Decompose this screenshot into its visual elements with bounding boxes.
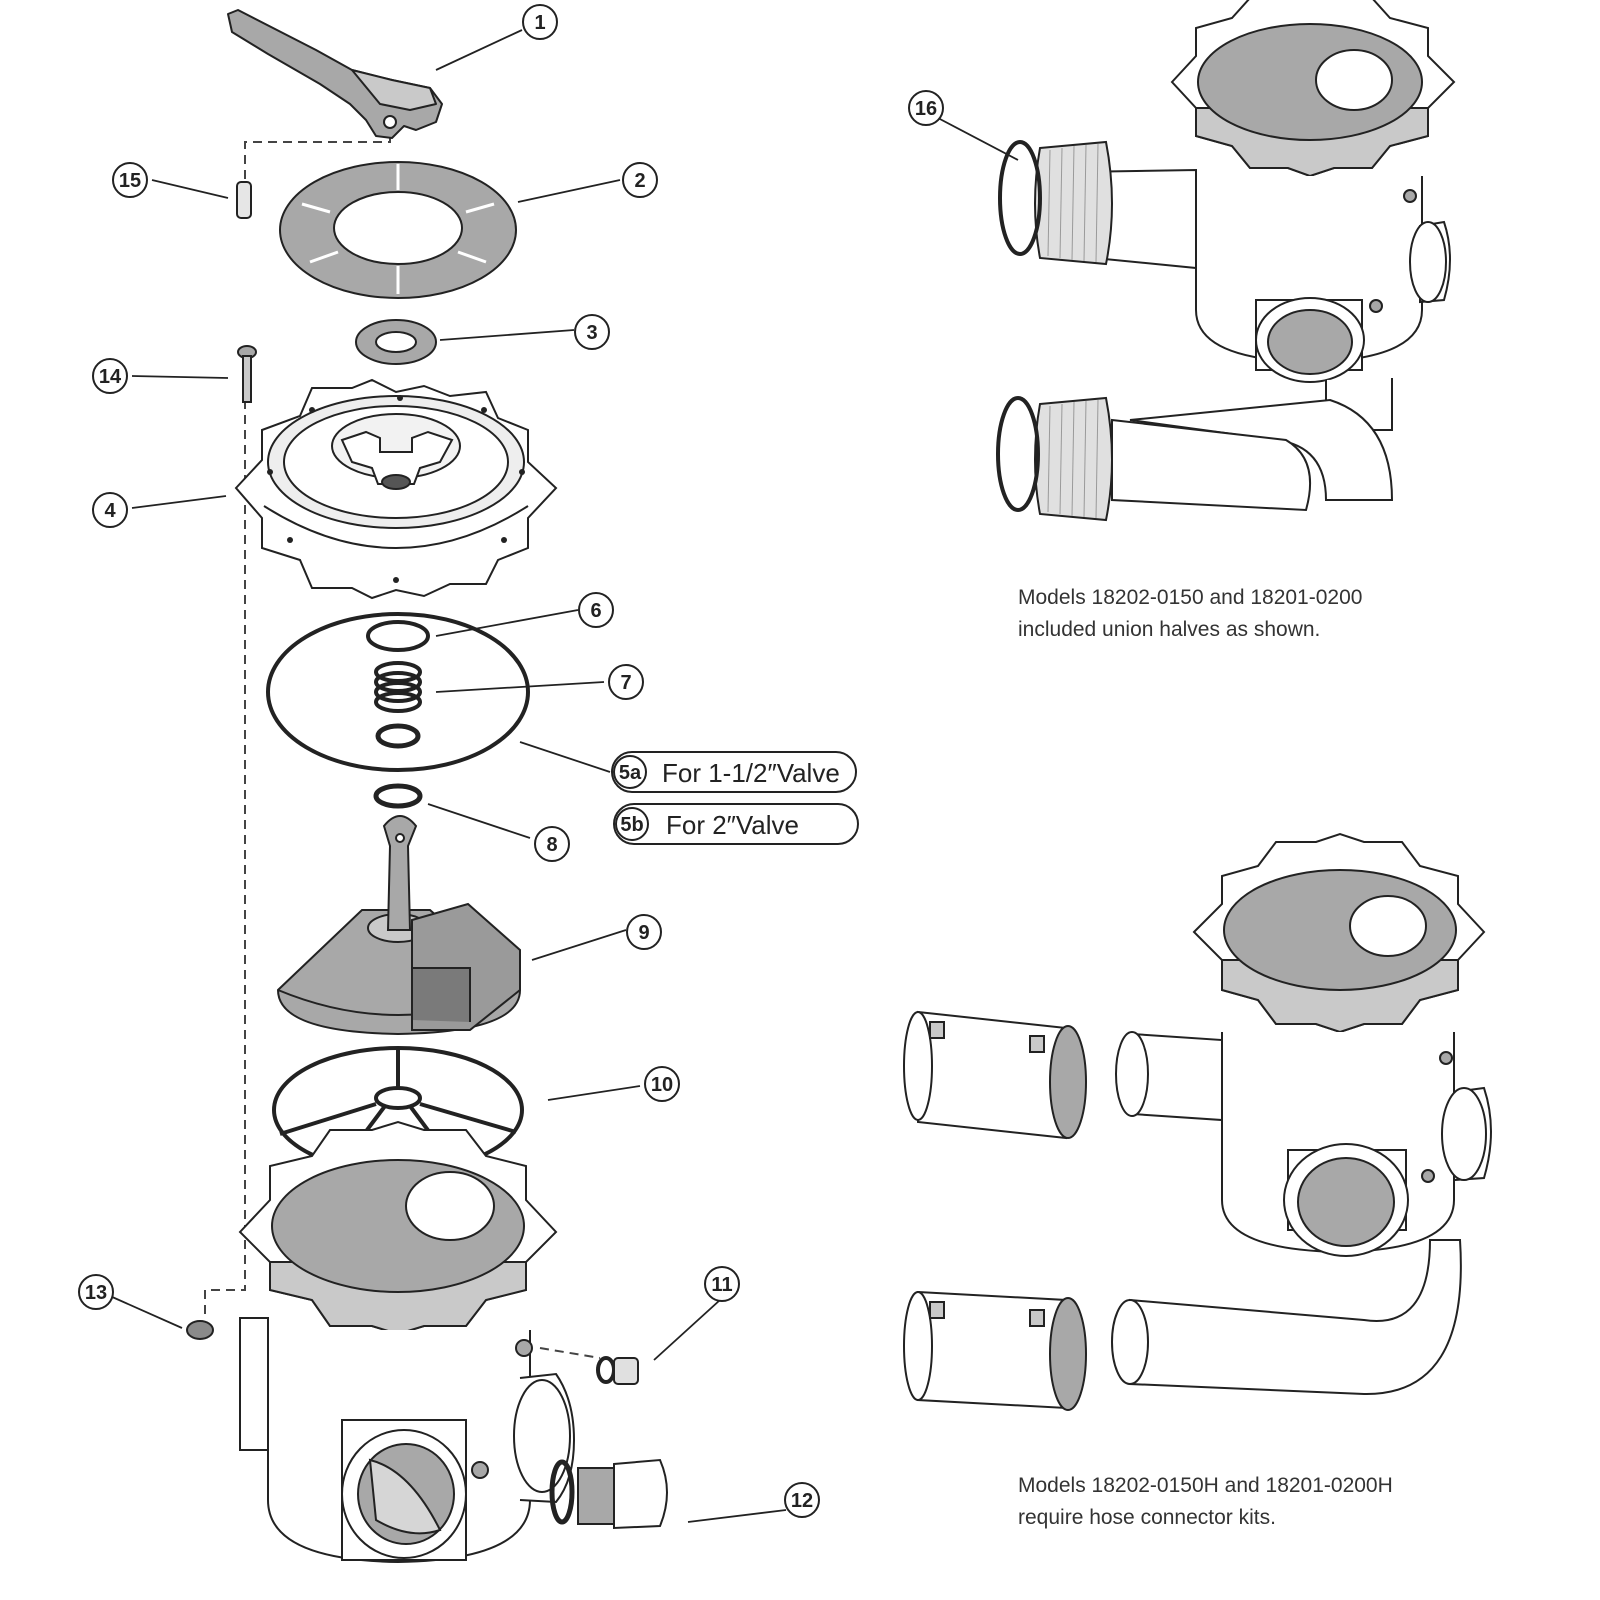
callout-circle-10 (644, 1066, 680, 1102)
nut-part (186, 1320, 214, 1340)
variant-5a-label: For 1-1/2″Valve (662, 758, 840, 788)
callout-circle-13 (78, 1274, 114, 1310)
callout-13: 13 (78, 1274, 114, 1310)
plug-part (596, 1356, 639, 1385)
variant-5b: 5b For 2″Valve (613, 803, 859, 845)
callout-9: 9 (626, 914, 662, 950)
rotor-part (276, 815, 522, 1036)
variant-5b-box (613, 803, 859, 845)
callout-1: 1 (522, 4, 558, 40)
callout-number-7: 7 (620, 672, 631, 694)
callout-16: 16 (908, 90, 944, 126)
callout-number-1: 1 (534, 12, 545, 34)
callout-circle-15 (112, 162, 148, 198)
callout-number-11: 11 (711, 1274, 732, 1296)
callout-6: 6 (578, 592, 614, 628)
callout-circle-14 (92, 358, 128, 394)
callout-number-9: 9 (638, 922, 649, 944)
callout-7: 7 (608, 664, 644, 700)
drain-plug-part (549, 1458, 668, 1530)
callout-circle-9 (626, 914, 662, 950)
hose-models-note: Models 18202-0150H and 18201-0200H requi… (1018, 1470, 1393, 1534)
variant-5a-box (611, 751, 857, 793)
large-o-ring-part (266, 612, 530, 772)
callout-number-13: 13 (85, 1282, 107, 1304)
variant-5a-code: 5a (619, 762, 642, 784)
callout-circle-11 (704, 1266, 740, 1302)
valve-cover-part (234, 378, 558, 600)
callout-circle-4 (92, 492, 128, 528)
callout-12: 12 (784, 1482, 820, 1518)
leader-lines (109, 29, 1019, 1523)
variant-5a: 5a For 1-1/2″Valve (611, 751, 857, 793)
callout-4: 4 (92, 492, 128, 528)
callout-number-15: 15 (119, 170, 141, 192)
union-note-line2: included union halves as shown. (1018, 618, 1321, 641)
washer-part (355, 319, 437, 365)
spring-seat-ring (375, 723, 421, 749)
variant-5b-label: For 2″Valve (666, 810, 799, 840)
callout-11: 11 (704, 1266, 740, 1302)
callout-10: 10 (644, 1066, 680, 1102)
o-ring-part (373, 783, 423, 809)
valve-body-part (238, 1120, 576, 1564)
callout-circle-2 (622, 162, 658, 198)
callout-circle-1 (522, 4, 558, 40)
spring-part (374, 661, 422, 713)
union-note-line1: Models 18202-0150 and 18201-0200 (1018, 586, 1363, 609)
hose-connector-assembly (903, 832, 1492, 1411)
callout-circle-8 (534, 826, 570, 862)
hose-note-line2: require hose connector kits. (1018, 1506, 1276, 1529)
callout-circle-6 (578, 592, 614, 628)
variant-5b-code: 5b (620, 814, 643, 836)
callout-number-6: 6 (590, 600, 601, 622)
callout-circle-7 (608, 664, 644, 700)
callout-number-12: 12 (791, 1490, 813, 1512)
callout-number-16: 16 (915, 98, 937, 120)
label-plate-part (279, 161, 517, 299)
callout-number-8: 8 (546, 834, 557, 856)
callout-8: 8 (534, 826, 570, 862)
hose-note-line1: Models 18202-0150H and 18201-0200H (1018, 1474, 1393, 1497)
union-models-note: Models 18202-0150 and 18201-0200 include… (1018, 582, 1362, 646)
callout-number-14: 14 (99, 366, 122, 388)
callout-number-4: 4 (104, 500, 116, 522)
callout-number-10: 10 (651, 1074, 673, 1096)
callout-14: 14 (92, 358, 128, 394)
pin-part (236, 181, 252, 219)
union-assembly-upper (996, 0, 1456, 522)
callout-2: 2 (622, 162, 658, 198)
callout-15: 15 (112, 162, 148, 198)
callout-circle-16 (908, 90, 944, 126)
callout-3: 3 (574, 314, 610, 350)
screw-part (237, 345, 257, 403)
callout-circle-3 (574, 314, 610, 350)
variant-5a-badge (613, 755, 647, 789)
handle-part (227, 9, 443, 139)
callout-number-2: 2 (634, 170, 645, 192)
callout-circle-12 (784, 1482, 820, 1518)
callout-number-3: 3 (586, 322, 597, 344)
variant-5b-badge (615, 807, 649, 841)
small-o-ring-part (366, 620, 430, 652)
